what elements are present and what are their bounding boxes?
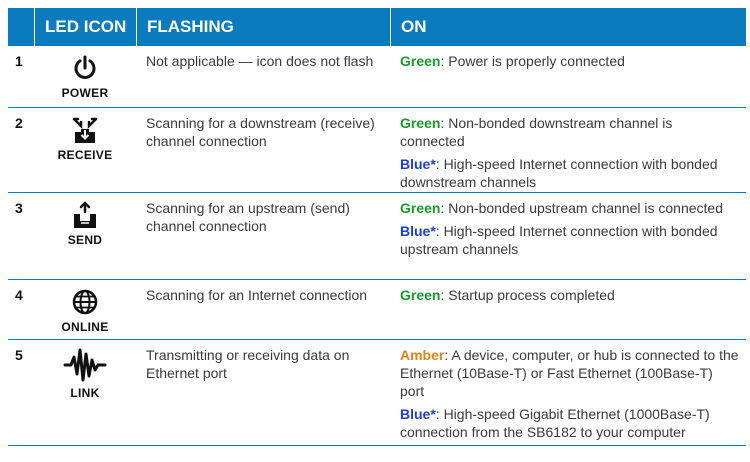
header-flashing: FLASHING [136, 8, 390, 46]
globe-icon [72, 289, 98, 315]
flashing-text: Scanning for a downstream (receive) chan… [146, 115, 375, 149]
led-status-table: LED ICON FLASHING ON 1 POWER Not applica… [8, 8, 746, 446]
on-entry: Green: Non-bonded downstream channel is … [400, 114, 740, 150]
row-icon-cell: ONLINE [34, 280, 136, 339]
on-description: : High-speed Internet connection with bo… [400, 156, 718, 190]
on-entry: Blue*: High-speed Internet connection wi… [400, 222, 740, 258]
icon-label: SEND [67, 233, 103, 247]
row-number: 5 [15, 347, 23, 363]
on-cell: Amber: A device, computer, or hub is con… [390, 340, 746, 445]
header-led-icon: LED ICON [34, 8, 136, 46]
table-row: 3 SEND Scanning for an upstream (send) c… [8, 193, 746, 280]
icon-label: RECEIVE [57, 148, 113, 162]
icon-label: POWER [61, 86, 109, 100]
row-icon-cell: RECEIVE [34, 108, 136, 192]
link-waveform-icon [63, 348, 107, 382]
color-label-blue: Blue* [400, 156, 436, 172]
table-row: 4 ONLINE Scanning for an Internet connec… [8, 280, 746, 340]
on-cell: Green: Startup process completed [390, 280, 746, 339]
color-label-green: Green [400, 115, 441, 131]
on-entry: Blue*: High-speed Internet connection wi… [400, 155, 740, 191]
on-description: : High-speed Gigabit Ethernet (1000Base-… [400, 406, 710, 440]
row-number: 1 [15, 53, 23, 69]
icon-label: ONLINE [61, 320, 109, 334]
on-description: : Startup process completed [440, 287, 615, 303]
color-label-green: Green [400, 53, 441, 69]
on-entry: Blue*: High-speed Gigabit Ethernet (1000… [400, 405, 740, 441]
row-number: 4 [15, 287, 23, 303]
color-label-blue: Blue* [400, 406, 436, 422]
table-row: 5 LINK Transmitting or receiving data on… [8, 340, 746, 446]
on-entry: Amber: A device, computer, or hub is con… [400, 346, 740, 400]
on-description: : A device, computer, or hub is connecte… [400, 347, 739, 399]
flashing-text: Not applicable — icon does not flash [146, 53, 374, 69]
on-cell: Green: Power is properly connected [390, 46, 746, 107]
on-cell: Green: Non-bonded downstream channel is … [390, 108, 746, 192]
on-description: : Non-bonded upstream channel is connect… [440, 200, 723, 216]
header-on: ON [390, 8, 746, 46]
table-row: 1 POWER Not applicable — icon does not f… [8, 46, 746, 108]
on-entry: Green: Startup process completed [400, 286, 740, 304]
table-row: 2 RECEIVE Scanning for a downstream (rec… [8, 108, 746, 193]
row-icon-cell: POWER [34, 46, 136, 107]
on-description: : Non-bonded downstream channel is conne… [400, 115, 673, 149]
color-label-green: Green [400, 287, 441, 303]
send-icon [74, 201, 96, 228]
power-icon [74, 55, 96, 79]
color-label-blue: Blue* [400, 223, 436, 239]
flashing-text: Transmitting or receiving data on Ethern… [146, 347, 350, 381]
icon-label: LINK [70, 386, 100, 400]
color-label-green: Green [400, 200, 441, 216]
on-description: : Power is properly connected [440, 53, 625, 69]
flashing-text: Scanning for an Internet connection [146, 287, 368, 303]
on-cell: Green: Non-bonded upstream channel is co… [390, 193, 746, 279]
on-description: : High-speed Internet connection with bo… [400, 223, 718, 257]
on-entry: Green: Non-bonded upstream channel is co… [400, 199, 740, 217]
flashing-text: Scanning for an upstream (send) channel … [146, 200, 350, 234]
table-header: LED ICON FLASHING ON [8, 8, 746, 46]
row-icon-cell: SEND [34, 193, 136, 279]
row-number: 2 [15, 115, 23, 131]
receive-icon [72, 117, 98, 143]
on-entry: Green: Power is properly connected [400, 52, 740, 70]
row-icon-cell: LINK [34, 340, 136, 445]
row-number: 3 [15, 200, 23, 216]
color-label-amber: Amber [400, 347, 445, 363]
